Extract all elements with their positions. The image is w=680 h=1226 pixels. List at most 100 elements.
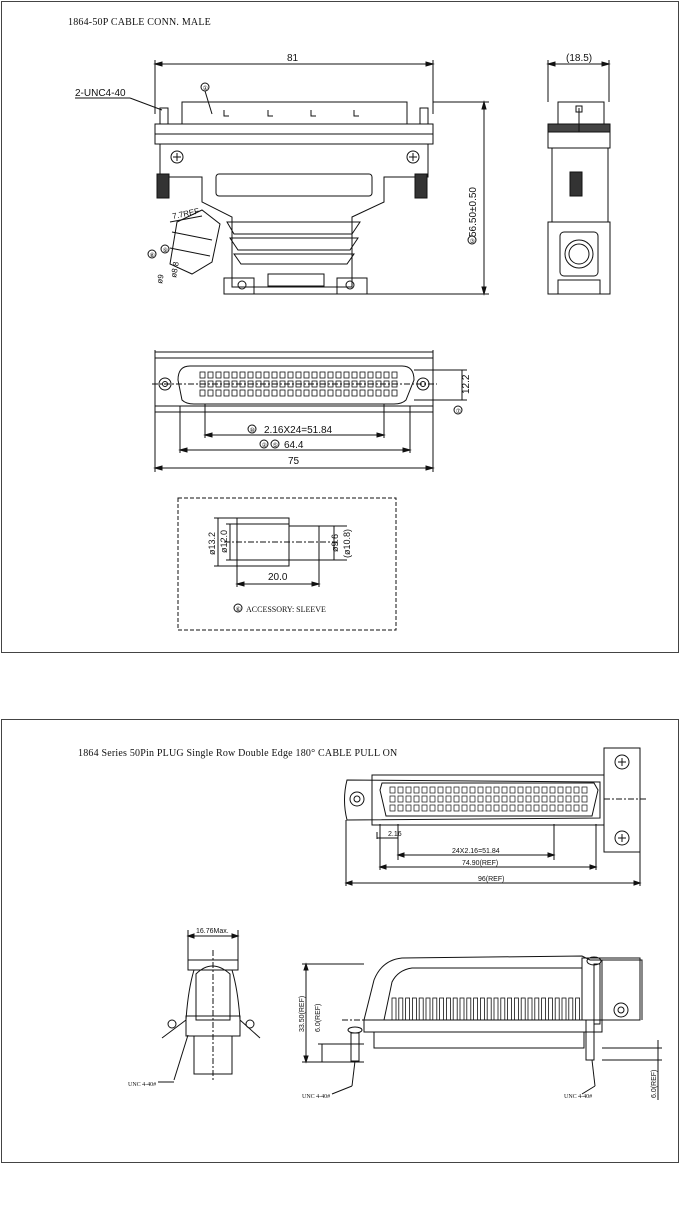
plug-tooth [548, 997, 553, 1021]
dim-side-width: (18.5) [566, 53, 592, 64]
plug-pin [445, 786, 452, 794]
pin [375, 371, 382, 379]
plug-tooth [411, 997, 417, 1021]
plug-pin [445, 804, 452, 812]
plug-pin [429, 804, 436, 812]
dim-pitch: 2.16X24=51.84 [264, 425, 333, 436]
plug-pin [469, 804, 476, 812]
sheet-2-drawing: 2.16 24X2.16=51.84 74.90(REF) 96(REF) [128, 747, 662, 1100]
plug-tooth [500, 997, 506, 1021]
plug-tooth [418, 997, 424, 1021]
plug-pin [469, 795, 476, 803]
callout-bottom: ⑦ [456, 408, 462, 415]
dim-low-ref: 6.0(REF) [315, 1004, 322, 1032]
sleeve-accessory: ø13.2 ø12.0 ø9.6 (ø10.8) 20.0 ⑥ ACCESSOR… [177, 497, 397, 631]
plug-pin [557, 786, 564, 794]
plug-tooth [534, 997, 540, 1021]
pin [335, 371, 342, 379]
pin [279, 389, 286, 397]
pin [207, 380, 214, 388]
pin [303, 371, 310, 379]
plug-pin [389, 804, 396, 812]
pin [359, 389, 366, 397]
pin [231, 380, 238, 388]
pin [383, 389, 390, 397]
plug-pin [565, 786, 572, 794]
callout-height: ③ [470, 238, 475, 245]
plug-tooth [452, 997, 458, 1021]
plug-pin [525, 795, 532, 803]
plug-tooth [405, 997, 411, 1021]
plug-pin [397, 804, 404, 812]
pin [335, 380, 342, 388]
pin [375, 380, 382, 388]
plug-pin [437, 786, 444, 794]
plug-pin [405, 795, 412, 803]
plug-pin [397, 786, 404, 794]
pin [239, 371, 246, 379]
pin [383, 371, 390, 379]
plug-pin [485, 804, 492, 812]
dim-height: 56.50±0.50 [468, 187, 479, 237]
plug-tooth [425, 997, 431, 1021]
plug-pin [565, 795, 572, 803]
plug-pin [501, 795, 508, 803]
plug-pin [453, 804, 460, 812]
pin [351, 380, 358, 388]
plug-end-view: 16.76Max. UNC 4-40# [128, 928, 261, 1088]
pin [335, 389, 342, 397]
plug-tooth [541, 997, 546, 1021]
plug-pin [533, 804, 540, 812]
plug-pin [421, 786, 428, 794]
plug-pin [541, 786, 548, 794]
dim-side-max: 16.76Max. [196, 928, 229, 935]
plug-pin [541, 795, 548, 803]
pin [199, 371, 206, 379]
pin [207, 371, 214, 379]
plug-pin [405, 786, 412, 794]
plug-pin [413, 786, 420, 794]
plug-pin [517, 795, 524, 803]
plug-pin [581, 795, 588, 803]
plug-tooth [527, 997, 533, 1021]
drawing-sheet-2: 1864 Series 50Pin PLUG Single Row Double… [1, 719, 679, 1163]
plug-tooth [459, 997, 465, 1021]
dim-pitch-total: 24X2.16=51.84 [452, 848, 500, 855]
pin [287, 380, 294, 388]
plug-tooth [473, 997, 479, 1021]
plug-pin [429, 786, 436, 794]
plug-tooth [514, 997, 519, 1021]
pin [359, 380, 366, 388]
plug-tooth [486, 997, 492, 1021]
dim-right-ref: 6.0(REF) [651, 1070, 658, 1098]
plug-tooth [466, 997, 472, 1021]
pin [319, 380, 326, 388]
pin [215, 380, 222, 388]
bottom-view: 12.2 ⑦ ⑩ 2.16X24=51.84 ② ⑤ 64.4 75 [152, 350, 472, 472]
plug-pin [509, 804, 516, 812]
plug-tooth [507, 997, 513, 1021]
sheet-1-drawing: 81 2-UNC4-40 ① [75, 53, 611, 631]
plug-pin [445, 795, 452, 803]
plug-pin [429, 795, 436, 803]
drawing-sheet-1: 1864-50P CABLE CONN. MALE 81 2-UNC4-40 ① [1, 1, 679, 653]
plug-pin [461, 795, 468, 803]
dim-sleeve-d1: ø13.2 [207, 532, 217, 555]
pin [223, 380, 230, 388]
plug-pin [517, 804, 524, 812]
pin [295, 389, 302, 397]
dim-sleeve-d2: ø12.0 [219, 530, 229, 553]
dim-ref1: 74.90(REF) [462, 860, 498, 867]
plug-pin [525, 786, 532, 794]
plug-pin [565, 804, 572, 812]
pin [223, 389, 230, 397]
pin [351, 389, 358, 397]
plug-pin [549, 786, 556, 794]
plug-pin [573, 804, 580, 812]
plug-pin [549, 804, 556, 812]
pin [327, 389, 334, 397]
pin [255, 371, 262, 379]
plug-tooth [432, 997, 438, 1021]
pin [311, 371, 318, 379]
plug-pin [453, 795, 460, 803]
